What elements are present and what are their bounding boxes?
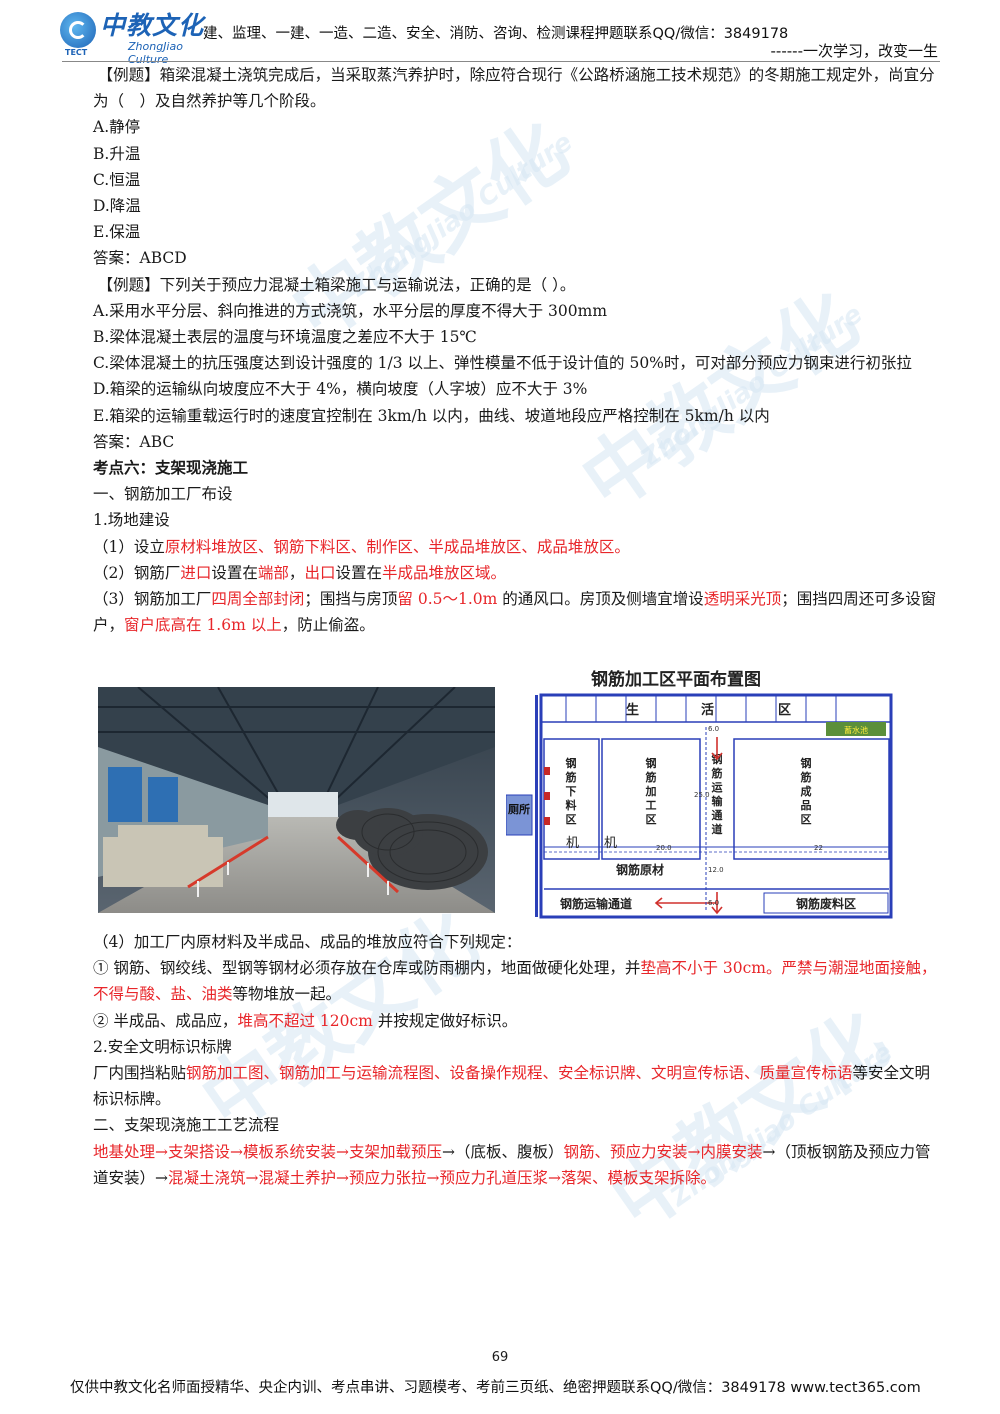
page-header: 中教文化 ZhongJiao Culture TECT 建、监理、一建、一造、二… <box>0 0 1000 70</box>
plan-transport-channel: 钢筋运输通道 <box>560 896 632 911</box>
site-plan: 钢筋加工区平面布置图 生 活 区 蓄水池 <box>505 667 958 919</box>
plan-machine: 机 <box>604 836 617 851</box>
q1-option: A.静停 <box>93 118 141 137</box>
page-footer: 仅供中教文化名师面授精华、央企内训、考点串讲、习题模考、考前三页纸、绝密押题联系… <box>70 1380 921 1396</box>
highlight: 四周全部封闭 <box>211 590 305 609</box>
q2-option: D.箱梁的运输纵向坡度应不大于 4%，横向坡度（人字坡）应不大于 3% <box>93 380 588 399</box>
highlight: 原材料堆放区、钢筋下料区、制作区、半成品堆放区、成品堆放区。 <box>164 537 630 556</box>
plan-machine: 机 <box>566 836 579 851</box>
page-content-lower: （4）加工厂内原材料及半成品、成品的堆放应符合下列规定： ① 钢筋、钢绞线、型钢… <box>93 929 943 1191</box>
storage-rules-intro: （4）加工厂内原材料及半成品、成品的堆放应符合下列规定： <box>93 933 522 951</box>
text: 等安全文明标识标牌。 <box>93 1064 931 1109</box>
plan-title: 钢筋加工区平面布置图 <box>591 669 761 690</box>
plan-zone-processing: 钢筋加工区 <box>645 756 657 826</box>
text: （3）钢筋加工厂 <box>93 590 212 609</box>
highlight: 钢筋、预应力安装→内膜安装 <box>563 1142 763 1161</box>
page-number: 69 <box>491 1350 509 1365</box>
text: 设置在 <box>335 563 382 582</box>
plan-zone-cutting: 钢筋下料区 <box>565 756 577 826</box>
site-line-2: （2）钢筋厂进口设置在端部，出口设置在半成品堆放区域。 <box>93 560 943 586</box>
q2-option: B.梁体混凝土表层的温度与环境温度之差应不大于 15℃ <box>93 328 477 347</box>
q1-answer: 答案：ABCD <box>93 249 187 268</box>
q2-option: A.采用水平分层、斜向推进的方式浇筑，水平分层的厚度不得大于 300mm <box>93 301 608 320</box>
plan-dim: 20.0 <box>656 844 672 852</box>
plan-living-char: 区 <box>778 703 791 718</box>
page-content: 【例题】箱梁混凝土浇筑完成后，当采取蒸汽养护时，除应符合现行《公路桥涵施工技术规… <box>93 62 943 638</box>
text: 等物堆放一起。 <box>232 985 342 1004</box>
highlight: 留 0.5～1.0m <box>397 590 498 609</box>
q2-stem: 【例题】下列关于预应力混凝土箱梁施工与运输说法，正确的是（ ）。 <box>97 275 576 294</box>
plan-water-tank: 蓄水池 <box>844 725 868 735</box>
text: ， <box>288 563 305 582</box>
text: ；围挡与房顶 <box>304 590 398 609</box>
plan-dim: 25.0 <box>694 791 710 799</box>
highlight: 混凝土浇筑→混凝土养护→预应力张拉→预应力孔道压浆→落架、模板支架拆除。 <box>168 1168 716 1187</box>
site-line-3: （3）钢筋加工厂四周全部封闭；围挡与房顶留 0.5～1.0m 的通风口。房顶及侧… <box>72 586 943 638</box>
highlight: 进口 <box>180 563 212 582</box>
text: ；围挡四周还可多设窗户， <box>93 590 937 635</box>
plan-living-char: 活 <box>701 702 714 718</box>
highlight: 透明采光顶 <box>703 590 782 609</box>
plan-dim: 12.0 <box>708 866 724 874</box>
header-divider <box>62 61 940 62</box>
text: 设置在 <box>211 563 258 582</box>
highlight: 地基处理→支架搭设→模板系统安装→支架加载预压 <box>93 1142 442 1161</box>
plan-scrap-area: 钢筋废料区 <box>796 896 856 911</box>
text: （2）钢筋厂 <box>93 563 181 582</box>
storage-rule-2: ② 半成品、成品应，堆高不超过 120cm 并按规定做好标识。 <box>93 1008 943 1034</box>
plan-dim: 6.0 <box>708 725 719 733</box>
q2-answer: 答案：ABC <box>93 432 175 451</box>
company-logo: 中教文化 ZhongJiao Culture TECT <box>60 6 208 66</box>
highlight: 端部 <box>257 563 289 582</box>
text: （1）设立 <box>93 537 165 556</box>
site-plan-drawing: 钢筋加工区平面布置图 生 活 区 蓄水池 <box>505 669 893 919</box>
text: ，防止偷盗。 <box>281 616 375 635</box>
heading-1-1: 1.场地建设 <box>93 511 170 530</box>
plan-raw-material: 钢筋原材 <box>616 862 664 877</box>
figures-row: 钢筋加工区平面布置图 生 活 区 蓄水池 <box>98 667 948 919</box>
q1-option: E.保温 <box>93 223 141 242</box>
text: ② 半成品、成品应， <box>93 1011 238 1030</box>
plan-zone-finished: 钢筋成品区 <box>800 756 812 826</box>
logo-chinese-name: 中教文化 <box>100 11 205 40</box>
q1-stem: 【例题】箱梁混凝土浇筑完成后，当采取蒸汽养护时，除应符合现行《公路桥涵施工技术规… <box>93 66 935 111</box>
section-title: 考点六：支架现浇施工 <box>93 458 249 478</box>
text: 厂内围挡粘贴 <box>93 1064 187 1083</box>
plan-living-char: 生 <box>626 702 639 718</box>
logo-globe-icon <box>60 12 96 48</box>
highlight: 窗户底高在 1.6m 以上 <box>124 616 282 635</box>
highlight: 垫高不小于 30cm。严禁与潮湿地面接触，不得与酸、盐、油类 <box>93 959 937 1004</box>
heading-1-2: 2.安全文明标识标牌 <box>93 1037 232 1056</box>
site-line-1: （1）设立原材料堆放区、钢筋下料区、制作区、半成品堆放区、成品堆放区。 <box>93 534 943 560</box>
text: 的通风口。房顶及侧墙宜增设 <box>497 590 704 609</box>
highlight: 钢筋加工图、钢筋加工与运输流程图、设备操作规程、安全标识牌、文明宣传标语、质量宣… <box>186 1064 853 1083</box>
highlight: 堆高不超过 120cm <box>237 1011 373 1030</box>
q2-option: C.梁体混凝土的抗压强度达到设计强度的 1/3 以上、弹性模量不低于设计值的 5… <box>93 354 912 373</box>
plan-dim: 22 <box>814 844 823 852</box>
q2-option: E.箱梁的运输重载运行时的速度宜控制在 3km/h 以内，曲线、坡道地段应严格控… <box>93 406 770 425</box>
workshop-photo <box>98 687 495 913</box>
header-courses: 建、监理、一建、一造、二造、安全、消防、咨询、检测课程押题联系QQ/微信：384… <box>203 26 789 42</box>
highlight: 出口 <box>304 563 336 582</box>
signage-line: 厂内围挡粘贴钢筋加工图、钢筋加工与运输流程图、设备操作规程、安全标识牌、文明宣传… <box>72 1060 943 1112</box>
heading-2: 二、支架现浇施工工艺流程 <box>93 1116 280 1135</box>
header-slogan: ------一次学习，改变一生 <box>770 42 938 60</box>
q1-option: B.升温 <box>93 144 141 163</box>
q1-option: C.恒温 <box>93 170 141 189</box>
storage-rule-1: ① 钢筋、钢绞线、型钢等钢材必须存放在仓库或防雨棚内，地面做硬化处理，并垫高不小… <box>72 955 943 1007</box>
process-flow: 地基处理→支架搭设→模板系统安装→支架加载预压→（底板、腹板）钢筋、预应力安装→… <box>72 1139 943 1191</box>
plan-dim: 6.0 <box>708 899 719 907</box>
text: ① 钢筋、钢绞线、型钢等钢材必须存放在仓库或防雨棚内，地面做硬化处理，并 <box>93 959 641 978</box>
highlight: 半成品堆放区域。 <box>381 563 506 582</box>
text: →（底板、腹板） <box>441 1142 564 1161</box>
plan-toilet: 厕所 <box>508 802 530 816</box>
q1-option: D.降温 <box>93 197 141 216</box>
text: 并按规定做好标识。 <box>372 1011 518 1030</box>
heading-1: 一、钢筋加工厂布设 <box>93 485 233 504</box>
logo-english-name: ZhongJiao Culture <box>128 40 183 66</box>
workshop-photo-drawing <box>98 687 495 913</box>
logo-tect: TECT <box>65 48 88 57</box>
text: →（顶板钢筋及预应力管道安装）→ <box>93 1142 931 1187</box>
